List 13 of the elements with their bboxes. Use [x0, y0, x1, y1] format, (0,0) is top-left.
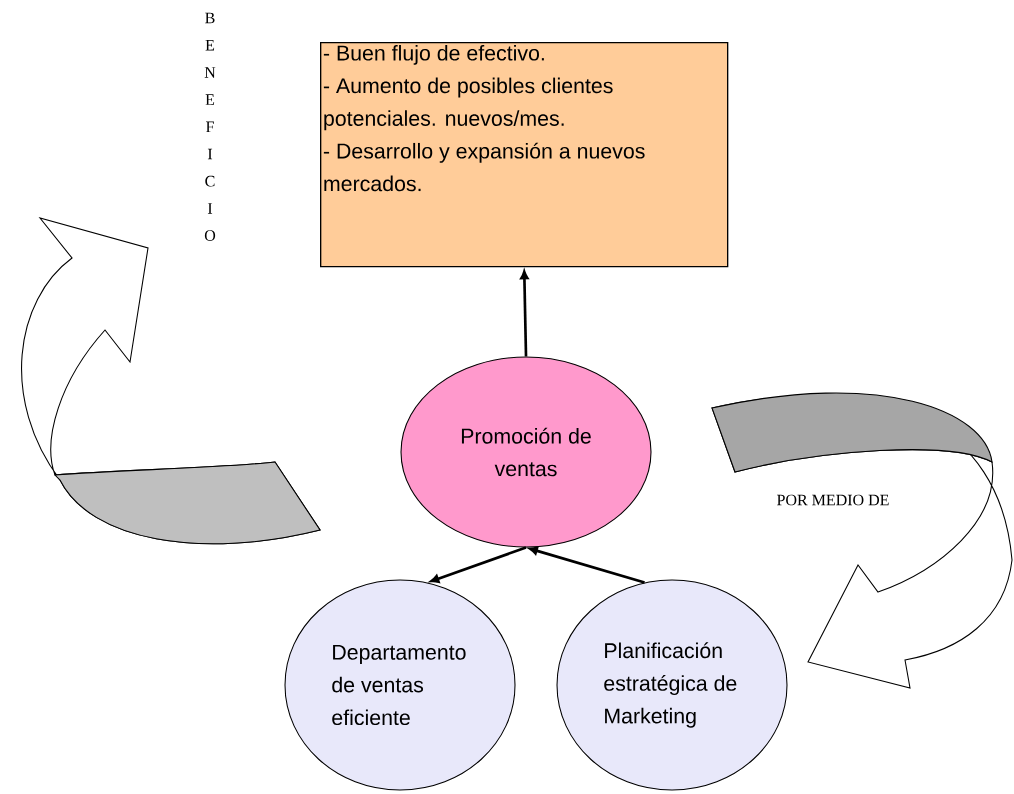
vertical-letter: B — [205, 12, 215, 24]
vertical-letter: E — [205, 39, 215, 51]
vertical-letter: C — [205, 175, 215, 187]
vertical-letter: F — [206, 121, 214, 133]
arrow — [528, 546, 645, 584]
arrow-label: POR MEDIO DE — [777, 494, 889, 506]
vertical-letter: I — [207, 148, 213, 160]
vertical-letter: N — [204, 67, 216, 78]
vertical-letter: I — [207, 203, 213, 214]
text-box: - Buen flujo de efectivo. - Aumento de posibles clientes potenciales. nuevos/mes. - Desarrollo y expansión a nuevos mercados. — [320, 42, 729, 268]
vertical-letter: O — [204, 230, 216, 241]
arrow — [520, 270, 529, 357]
vertical-letter: E — [205, 94, 215, 105]
